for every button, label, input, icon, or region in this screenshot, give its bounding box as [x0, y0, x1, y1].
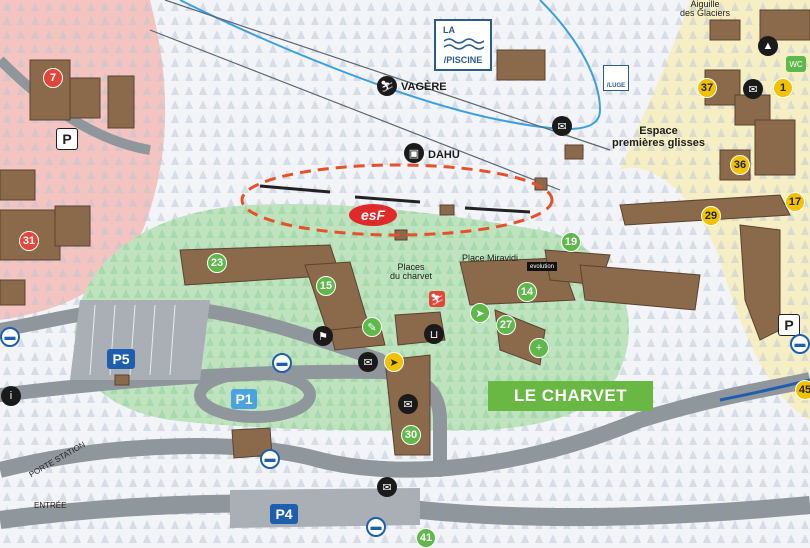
dahu-lift-label: DAHU: [428, 149, 460, 161]
waves-icon: [444, 38, 484, 50]
gift-icon[interactable]: ✉: [743, 79, 763, 99]
piscine-sign[interactable]: LA /PISCINE: [434, 19, 492, 71]
evolution-sign: evolution: [527, 262, 557, 271]
marker-36[interactable]: 36: [730, 155, 750, 175]
marker-27[interactable]: 27: [496, 315, 516, 335]
info-icon[interactable]: +: [529, 338, 549, 358]
cart-icon[interactable]: ⊔: [424, 324, 444, 344]
bus-icon[interactable]: ▬: [790, 334, 810, 354]
bus-icon[interactable]: ▬: [260, 449, 280, 469]
marker-7[interactable]: 7: [43, 68, 63, 88]
marker-41[interactable]: 41: [416, 528, 436, 548]
gift-icon[interactable]: ✉: [398, 394, 418, 414]
gondola-icon[interactable]: ▣: [404, 143, 424, 163]
marker-15[interactable]: 15: [316, 276, 336, 296]
aiguille-des-glaciers-label: Aiguille des Glaciers: [680, 0, 731, 19]
bus-icon[interactable]: ▬: [272, 353, 292, 373]
luge-sign[interactable]: /LUGE: [603, 65, 629, 91]
piscine-bottom-label: /PISCINE: [443, 55, 483, 65]
ski-school-icon[interactable]: ⛷: [429, 291, 445, 307]
places-du-charvet-label: Places du charvet: [390, 262, 433, 282]
sign-icon[interactable]: ➤: [470, 303, 490, 323]
marker-29[interactable]: 29: [701, 206, 721, 226]
sign-icon[interactable]: ➤: [384, 352, 404, 372]
espace-premieres-glisses-label: Espace premières glisses: [612, 125, 705, 149]
marker-17[interactable]: 17: [785, 192, 805, 212]
parking-right[interactable]: P: [778, 314, 800, 336]
esf-zone-outline: [240, 163, 554, 237]
parking-p4[interactable]: P4: [270, 504, 298, 524]
marker-1[interactable]: 1: [773, 78, 793, 98]
place-miravidi-label: Place Miravidi: [462, 253, 519, 263]
bus-stop-icon[interactable]: ⚑: [313, 326, 333, 346]
gift-icon[interactable]: ✉: [358, 352, 378, 372]
ski-lift-icon[interactable]: ⛷: [377, 76, 397, 96]
marker-30[interactable]: 30: [401, 425, 421, 445]
luge-label: /LUGE: [606, 83, 626, 89]
parking-p1[interactable]: P1: [231, 389, 257, 409]
marker-19[interactable]: 19: [561, 232, 581, 252]
marker-14[interactable]: 14: [517, 282, 537, 302]
shop-icon[interactable]: ✎: [362, 317, 382, 337]
sign-icon[interactable]: ▲: [758, 36, 778, 56]
marker-45[interactable]: 45: [795, 380, 810, 400]
info-icon[interactable]: i: [1, 386, 21, 406]
marker-23[interactable]: 23: [207, 253, 227, 273]
marker-31[interactable]: 31: [19, 231, 39, 251]
esf-logo: esF: [349, 204, 397, 226]
parking-p5[interactable]: P5: [107, 349, 135, 369]
bus-icon[interactable]: ▬: [366, 517, 386, 537]
parking-left[interactable]: P: [56, 128, 78, 150]
bus-icon[interactable]: ▬: [0, 327, 20, 347]
gift-icon[interactable]: ✉: [377, 477, 397, 497]
marker-37[interactable]: 37: [697, 78, 717, 98]
vagere-lift-label: VAGÈRE: [401, 81, 447, 93]
gift-icon[interactable]: ✉: [552, 116, 572, 136]
le-charvet-banner: LE CHARVET: [488, 381, 653, 411]
piscine-top-label: LA: [443, 25, 455, 35]
entree-label: ENTRÉE: [34, 501, 67, 510]
wc-icon[interactable]: WC: [786, 56, 806, 72]
